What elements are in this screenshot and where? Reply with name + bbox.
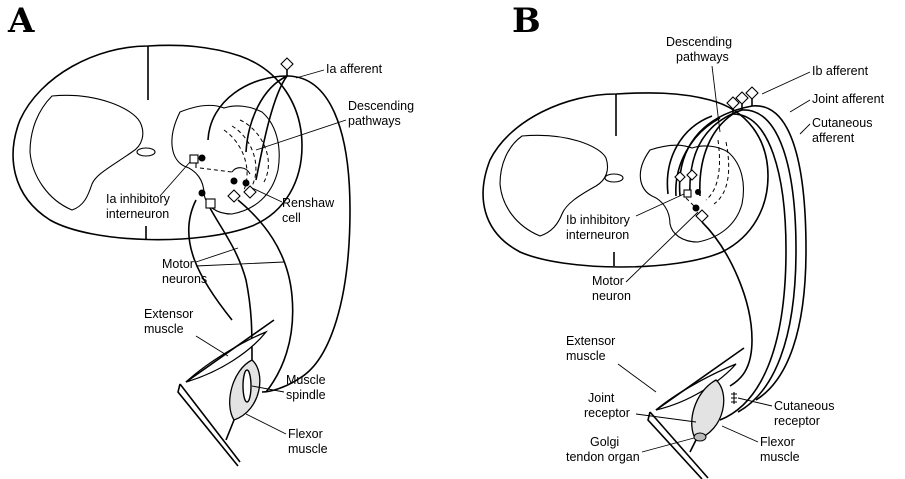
panel-a-label-motor: Motor bbox=[162, 257, 194, 271]
panel-a: A bbox=[7, 1, 414, 466]
panel-a-label-ia-afferent: Ia afferent bbox=[326, 62, 383, 76]
panel-b-label-extensor-muscle: muscle bbox=[566, 349, 606, 363]
panel-a-muscles bbox=[178, 320, 274, 466]
panel-a-label-extensor-muscle: muscle bbox=[144, 322, 184, 336]
panel-a-muscle-spindle bbox=[243, 370, 251, 402]
panel-a-motor-axons bbox=[189, 200, 293, 392]
panel-b-label-joint-afferent: Joint afferent bbox=[812, 92, 885, 106]
panel-b-muscles bbox=[648, 348, 744, 479]
panel-a-ia-afferent-fiber bbox=[208, 58, 350, 392]
panel-b-label-flexor: Flexor bbox=[760, 435, 795, 449]
panel-a-label-interneuron: interneuron bbox=[106, 207, 169, 221]
panel-b-letter: B bbox=[512, 1, 541, 41]
panel-a-label-spindle: spindle bbox=[286, 388, 326, 402]
panel-b-label-tendon-organ: tendon organ bbox=[566, 450, 640, 464]
panel-a-label-flexor: Flexor bbox=[288, 427, 323, 441]
panel-b-cutaneous-receptor-icon bbox=[731, 392, 737, 404]
panel-b-golgi-tendon-organ bbox=[694, 433, 706, 441]
panel-a-label-pathways: pathways bbox=[348, 114, 401, 128]
panel-b-descending-pathways bbox=[706, 140, 729, 204]
panel-a-label-ia-inhibitory: Ia inhibitory bbox=[106, 192, 171, 206]
panel-a-label-cell: cell bbox=[282, 211, 301, 225]
panel-b-label-ib-inhibitory: Ib inhibitory bbox=[566, 213, 631, 227]
panel-b-label-motor: Motor bbox=[592, 274, 624, 288]
panel-b-ib-inhibitory-interneuron-box bbox=[684, 190, 691, 197]
panel-b-label-golgi: Golgi bbox=[590, 435, 619, 449]
panel-b-motor-axon bbox=[702, 222, 752, 386]
panel-b-label-joint-receptor: receptor bbox=[584, 406, 630, 420]
panel-a-label-extensor: Extensor bbox=[144, 307, 193, 321]
panel-b-label-joint: Joint bbox=[588, 391, 615, 405]
panel-a-label-descending: Descending bbox=[348, 99, 414, 113]
panel-a-label-muscle: Muscle bbox=[286, 373, 326, 387]
panel-b-label-pathways: pathways bbox=[676, 50, 729, 64]
panel-b: B bbox=[483, 1, 884, 479]
panel-b-label-cutaneous-receptor-1: Cutaneous bbox=[774, 399, 834, 413]
panel-a-synapses bbox=[190, 155, 256, 209]
panel-b-label-ib-afferent: Ib afferent bbox=[812, 64, 869, 78]
panel-a-letter: A bbox=[7, 1, 35, 41]
panel-b-label-flexor-muscle: muscle bbox=[760, 450, 800, 464]
panel-a-label-flexor-muscle: muscle bbox=[288, 442, 328, 456]
panel-a-label-renshaw: Renshaw bbox=[282, 196, 335, 210]
panel-b-label-extensor: Extensor bbox=[566, 334, 615, 348]
panel-b-afferent-fibers bbox=[667, 87, 806, 420]
panel-a-ia-inhibitory-interneuron-box bbox=[190, 155, 198, 163]
panel-b-label-descending: Descending bbox=[666, 35, 732, 49]
panel-b-label-interneuron: interneuron bbox=[566, 228, 629, 242]
panel-a-afferent-ending-icon bbox=[281, 58, 293, 70]
panel-b-label-cutaneous-receptor-2: receptor bbox=[774, 414, 820, 428]
panel-b-label-cutaneous: Cutaneous bbox=[812, 116, 872, 130]
panel-b-label-cutaneous-afferent: afferent bbox=[812, 131, 855, 145]
panel-a-label-neurons: neurons bbox=[162, 272, 207, 286]
panel-b-label-neuron: neuron bbox=[592, 289, 631, 303]
